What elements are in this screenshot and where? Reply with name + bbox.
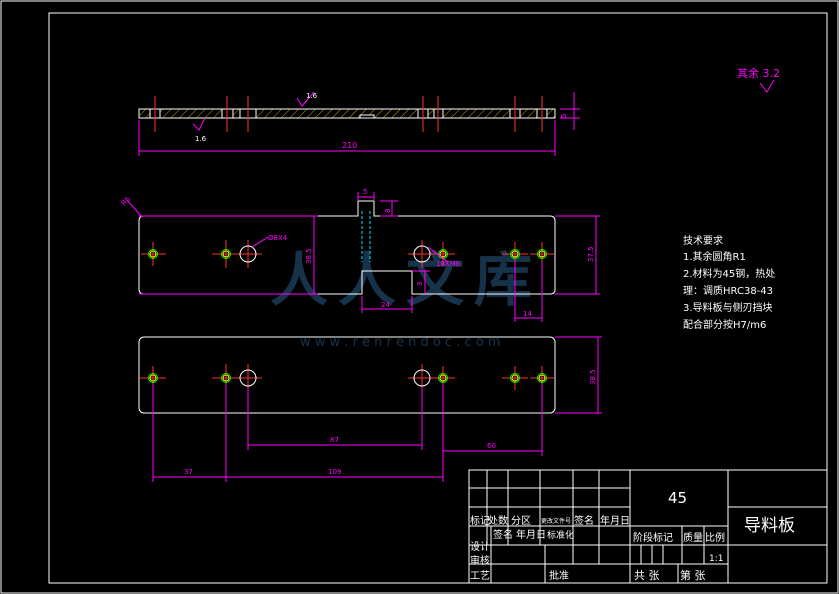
- dim-step-depth: 3: [416, 282, 424, 286]
- plate-1-outline: [138, 200, 556, 295]
- part-name: 导料板: [744, 516, 795, 536]
- plate-2-holes: [140, 364, 554, 392]
- title-block: [468, 469, 828, 584]
- dim-notch-depth: 8: [384, 209, 392, 213]
- hole-large-callout: Ø8X4: [268, 234, 288, 242]
- remaining-roughness-symbol: [759, 79, 775, 93]
- dim-height-right-1: 37.5: [587, 246, 595, 262]
- top-view-section: [138, 108, 556, 119]
- hole-small-callout: 10XM6: [436, 260, 461, 268]
- row-process: 工艺: [470, 570, 490, 582]
- sheets-total: 共 张: [634, 569, 660, 582]
- remaining-roughness: 其余 3.2: [737, 66, 780, 80]
- top-view: 210 5 1.6 1.6: [138, 91, 580, 156]
- dim-60: 60: [487, 442, 496, 450]
- stage-mark: 阶段标记: [633, 531, 673, 544]
- row-approve: 批准: [549, 569, 569, 582]
- tech-line-1: 1.其余圆角R1: [683, 250, 746, 263]
- chamfer-callout: R5: [120, 195, 132, 207]
- tech-line-2: 2.材料为45钢，热处: [683, 267, 775, 280]
- roughness-top: 1.6: [306, 92, 318, 100]
- dim-87: 87: [330, 436, 339, 444]
- col-count: 处数: [488, 514, 508, 527]
- dim-notch-width: 5: [363, 188, 367, 196]
- scale-value: 1:1: [709, 554, 723, 564]
- row-design: 设计: [470, 540, 490, 553]
- dim-length: 210: [342, 141, 357, 150]
- weight-label: 质量: [683, 532, 703, 544]
- material-label: 45: [668, 489, 687, 507]
- plate-1-holes: [141, 240, 554, 268]
- col-change-doc: 更改文件号: [541, 517, 571, 525]
- plate-2-outline: [138, 336, 556, 414]
- dim-right-offset: 14: [523, 310, 532, 318]
- row-date2: 年月日: [516, 528, 546, 541]
- row-check: 审核: [470, 554, 490, 567]
- technical-requirements: 技术要求 1.其余圆角R1 2.材料为45钢，热处 理：调质HRC38-43 3…: [683, 234, 775, 331]
- dim-step: 24: [381, 301, 390, 309]
- inner-border: [48, 12, 828, 584]
- row-sign2: 签名: [493, 528, 513, 541]
- plate-2-view: 38.5 87 60 37 109: [138, 336, 602, 482]
- roughness-bottom: 1.6: [195, 135, 207, 143]
- tech-line-3: 理：调质HRC38-43: [683, 285, 773, 297]
- tech-heading: 技术要求: [683, 234, 723, 247]
- tech-line-4: 3.导料板与侧刃挡块: [683, 301, 773, 314]
- ratio-label: 比例: [705, 531, 725, 544]
- row-std: 标准化: [547, 529, 574, 541]
- sheet-no: 第 张: [680, 568, 706, 582]
- col-zone: 分区: [511, 515, 531, 527]
- col-mark: 标记: [470, 515, 490, 527]
- plate-1-view: R5 5 8 38.5 37.5 Ø8X4 10XM6 24 3 14: [120, 188, 600, 322]
- dim-height-2: 38.5: [589, 369, 597, 385]
- title-block-text: 45 导料板 标记 处数 分区 更改文件号 签名 年月日 设计 签名 年月日 标…: [470, 489, 795, 582]
- col-sign: 签名: [574, 514, 594, 527]
- watermark-url: w w w . r e n r e n d o c . c o m: [300, 335, 501, 350]
- tech-line-5: 配合部分按H7/m6: [683, 318, 766, 331]
- dim-thickness: 5: [560, 114, 568, 118]
- col-date: 年月日: [600, 514, 630, 527]
- dim-109: 109: [328, 468, 341, 476]
- dim-height-1: 38.5: [305, 248, 313, 264]
- dim-37: 37: [184, 468, 193, 476]
